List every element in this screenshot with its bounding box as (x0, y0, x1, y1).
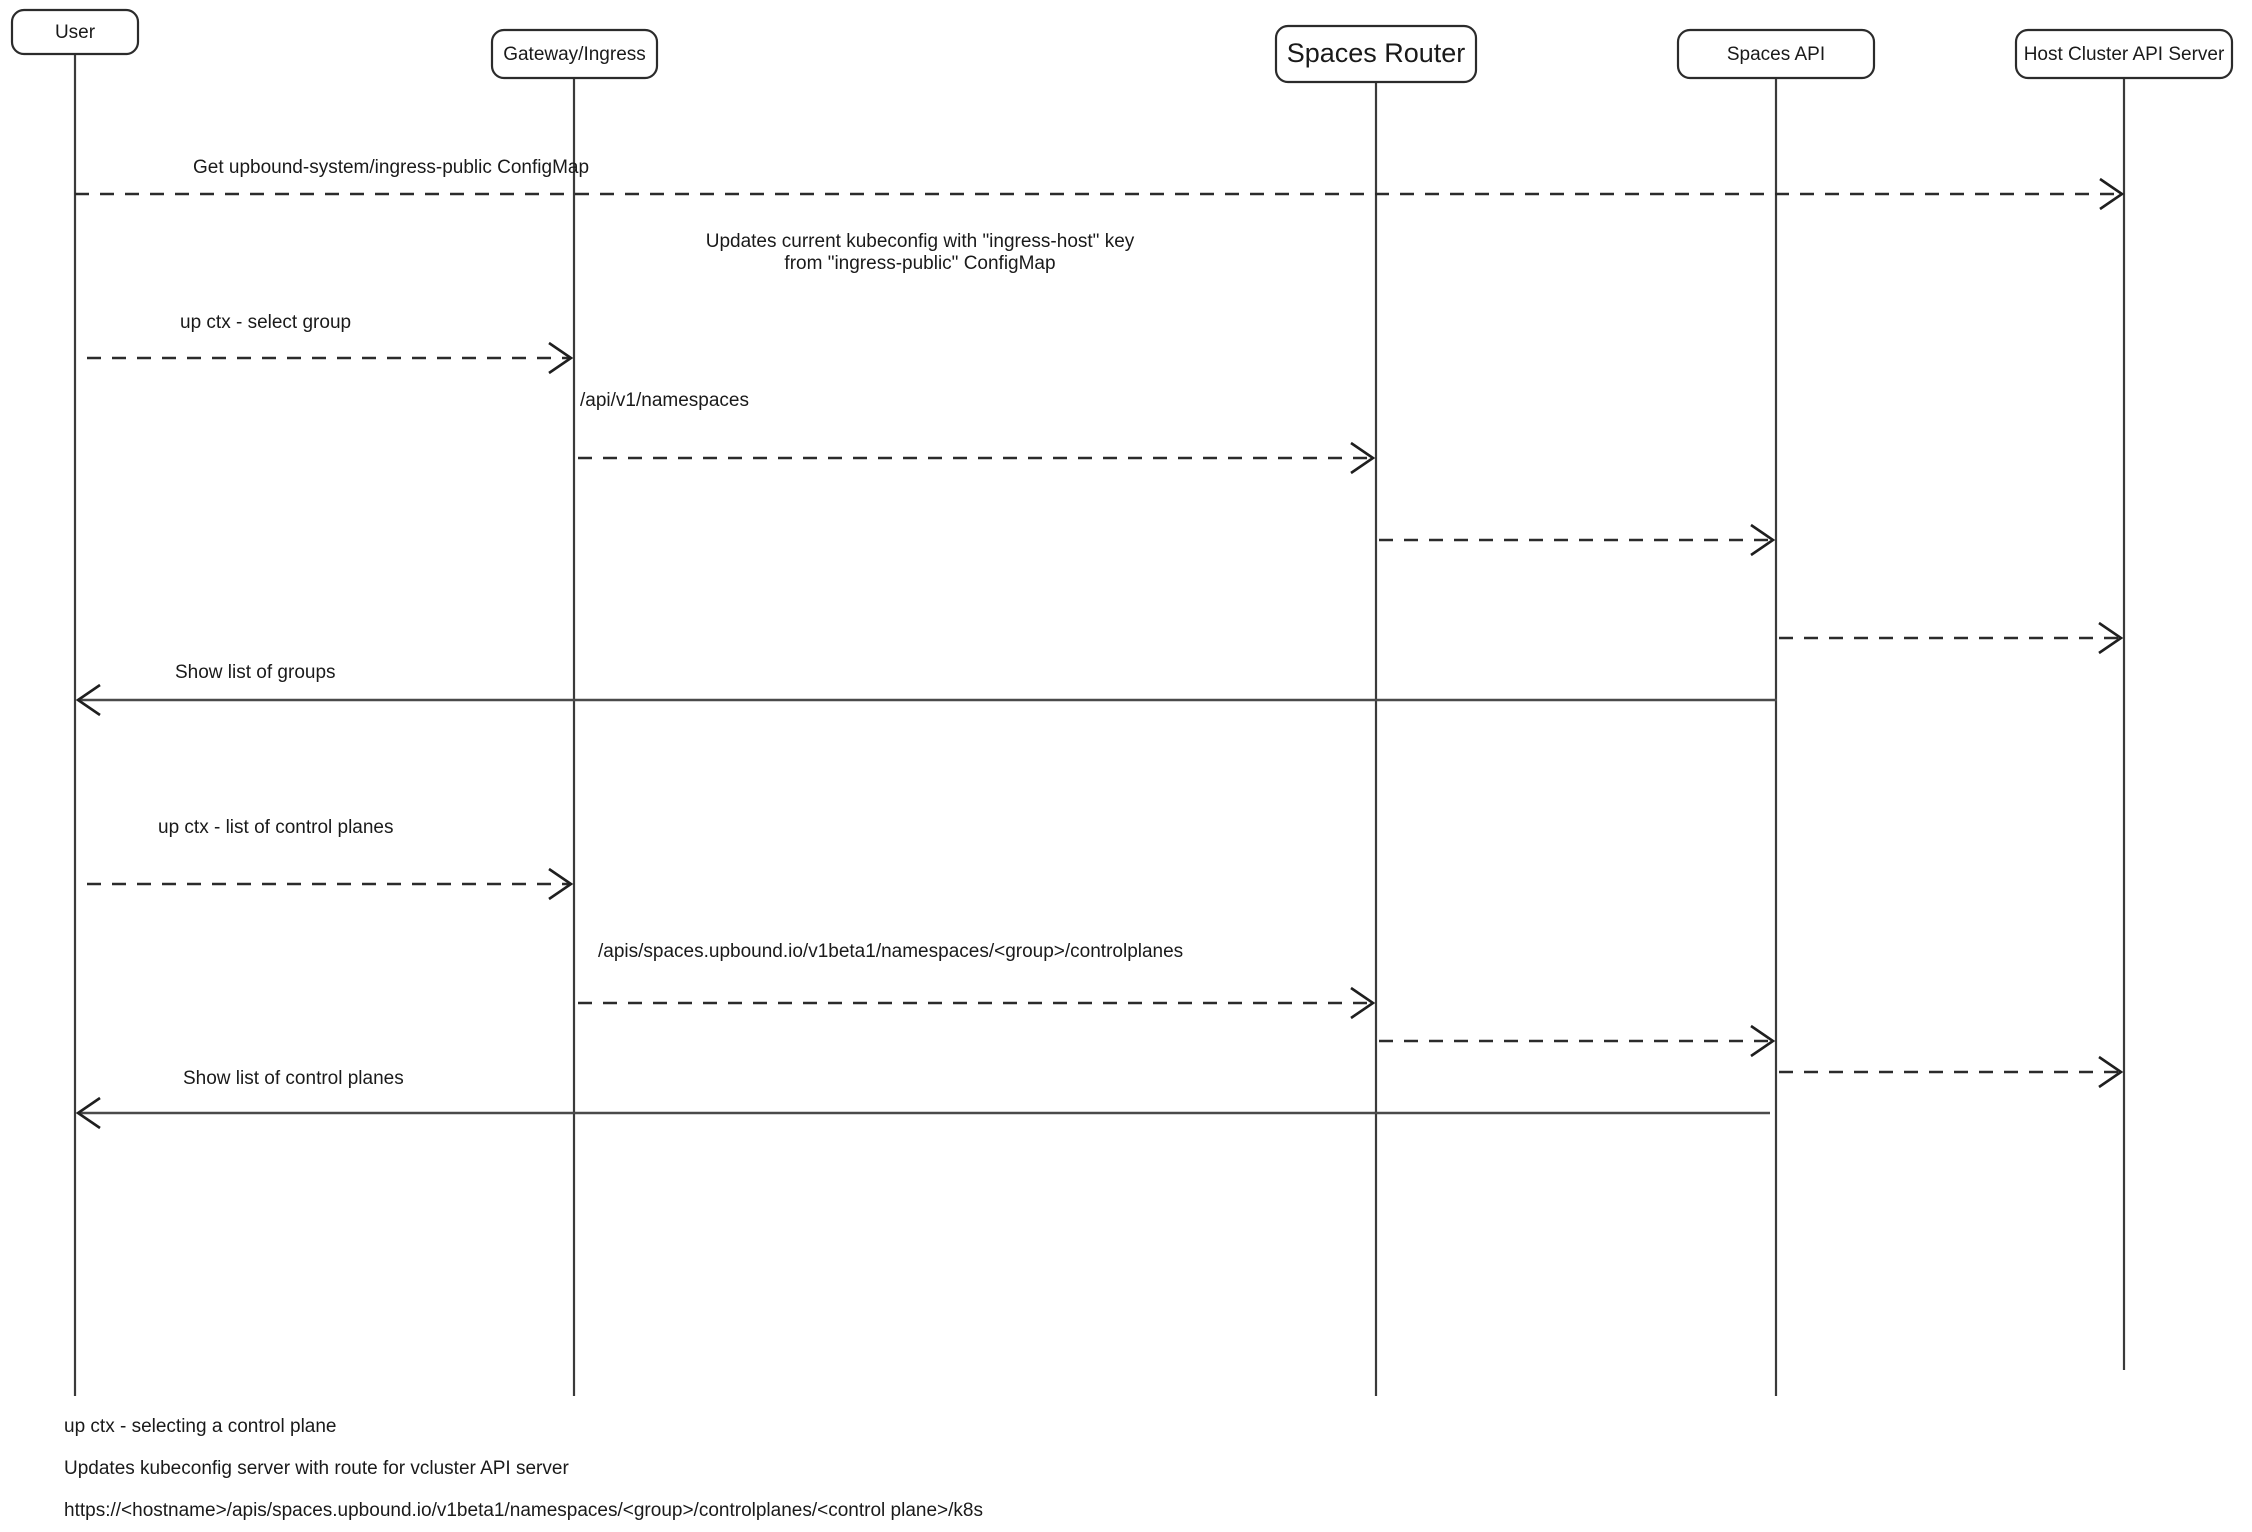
message-label-m8: up ctx - list of control planes (158, 817, 394, 838)
participant-host-cluster[interactable]: Host Cluster API Server (2014, 28, 2234, 80)
message-m3 (87, 341, 574, 375)
message-label-m12: Show list of control planes (183, 1068, 404, 1089)
message-label-m3: up ctx - select group (180, 312, 351, 333)
arrowhead-m3 (548, 341, 574, 375)
participant-box-spaces-router[interactable] (1274, 24, 1478, 84)
message-m8 (87, 867, 574, 901)
arrowhead-m5 (1750, 523, 1776, 557)
lifelines-group (73, 54, 2126, 1396)
footer-note-n1: up ctx - selecting a control plane (64, 1416, 337, 1437)
participant-gateway[interactable]: Gateway/Ingress (490, 28, 659, 80)
message-label-m7: Show list of groups (175, 662, 336, 683)
footer-notes-group: up ctx - selecting a control planeUpdate… (64, 1416, 983, 1521)
participant-label-spaces-api: Spaces API (1727, 44, 1825, 65)
footer-note-n3: https://<hostname>/apis/spaces.upbound.i… (64, 1500, 983, 1521)
arrowhead-m12 (75, 1096, 101, 1130)
message-m11 (1779, 1055, 2124, 1089)
messages-group (75, 177, 2125, 1130)
arrowhead-m4 (1350, 441, 1376, 475)
arrowhead-m1 (2099, 177, 2125, 211)
participant-box-host-cluster[interactable] (2014, 28, 2234, 80)
footer-note-n2: Updates kubeconfig server with route for… (64, 1458, 569, 1479)
participant-box-gateway[interactable] (490, 28, 659, 80)
participant-spaces-api[interactable]: Spaces API (1676, 28, 1876, 80)
arrowhead-m11 (2098, 1055, 2124, 1089)
participant-user[interactable]: User (10, 8, 140, 56)
message-m4 (578, 441, 1376, 475)
message-m1 (75, 177, 2125, 211)
message-m6 (1779, 621, 2124, 655)
participant-label-user: User (55, 22, 96, 43)
arrowhead-m7 (75, 683, 101, 717)
participant-box-spaces-api[interactable] (1676, 28, 1876, 80)
participant-label-spaces-router: Spaces Router (1287, 38, 1466, 68)
participant-spaces-router[interactable]: Spaces Router (1274, 24, 1478, 84)
message-m5 (1379, 523, 1776, 557)
participant-label-gateway: Gateway/Ingress (503, 44, 646, 65)
message-label-m2: Updates current kubeconfig with "ingress… (706, 231, 1135, 252)
message-m12 (75, 1096, 1770, 1130)
message-label-m9: /apis/spaces.upbound.io/v1beta1/namespac… (598, 941, 1183, 962)
message-m10 (1379, 1024, 1776, 1058)
message-label-m2-line2: from "ingress-public" ConfigMap (784, 253, 1055, 274)
message-label-m1: Get upbound-system/ingress-public Config… (193, 157, 589, 178)
arrowhead-m9 (1350, 986, 1376, 1020)
message-labels-group: Get upbound-system/ingress-public Config… (158, 157, 1183, 1089)
arrowhead-m10 (1750, 1024, 1776, 1058)
message-m9 (578, 986, 1376, 1020)
participant-box-user[interactable] (10, 8, 140, 56)
message-label-m4: /api/v1/namespaces (580, 390, 749, 411)
message-m7 (75, 683, 1777, 717)
arrowhead-m8 (548, 867, 574, 901)
participant-label-host-cluster: Host Cluster API Server (2024, 44, 2225, 65)
arrowhead-m6 (2098, 621, 2124, 655)
